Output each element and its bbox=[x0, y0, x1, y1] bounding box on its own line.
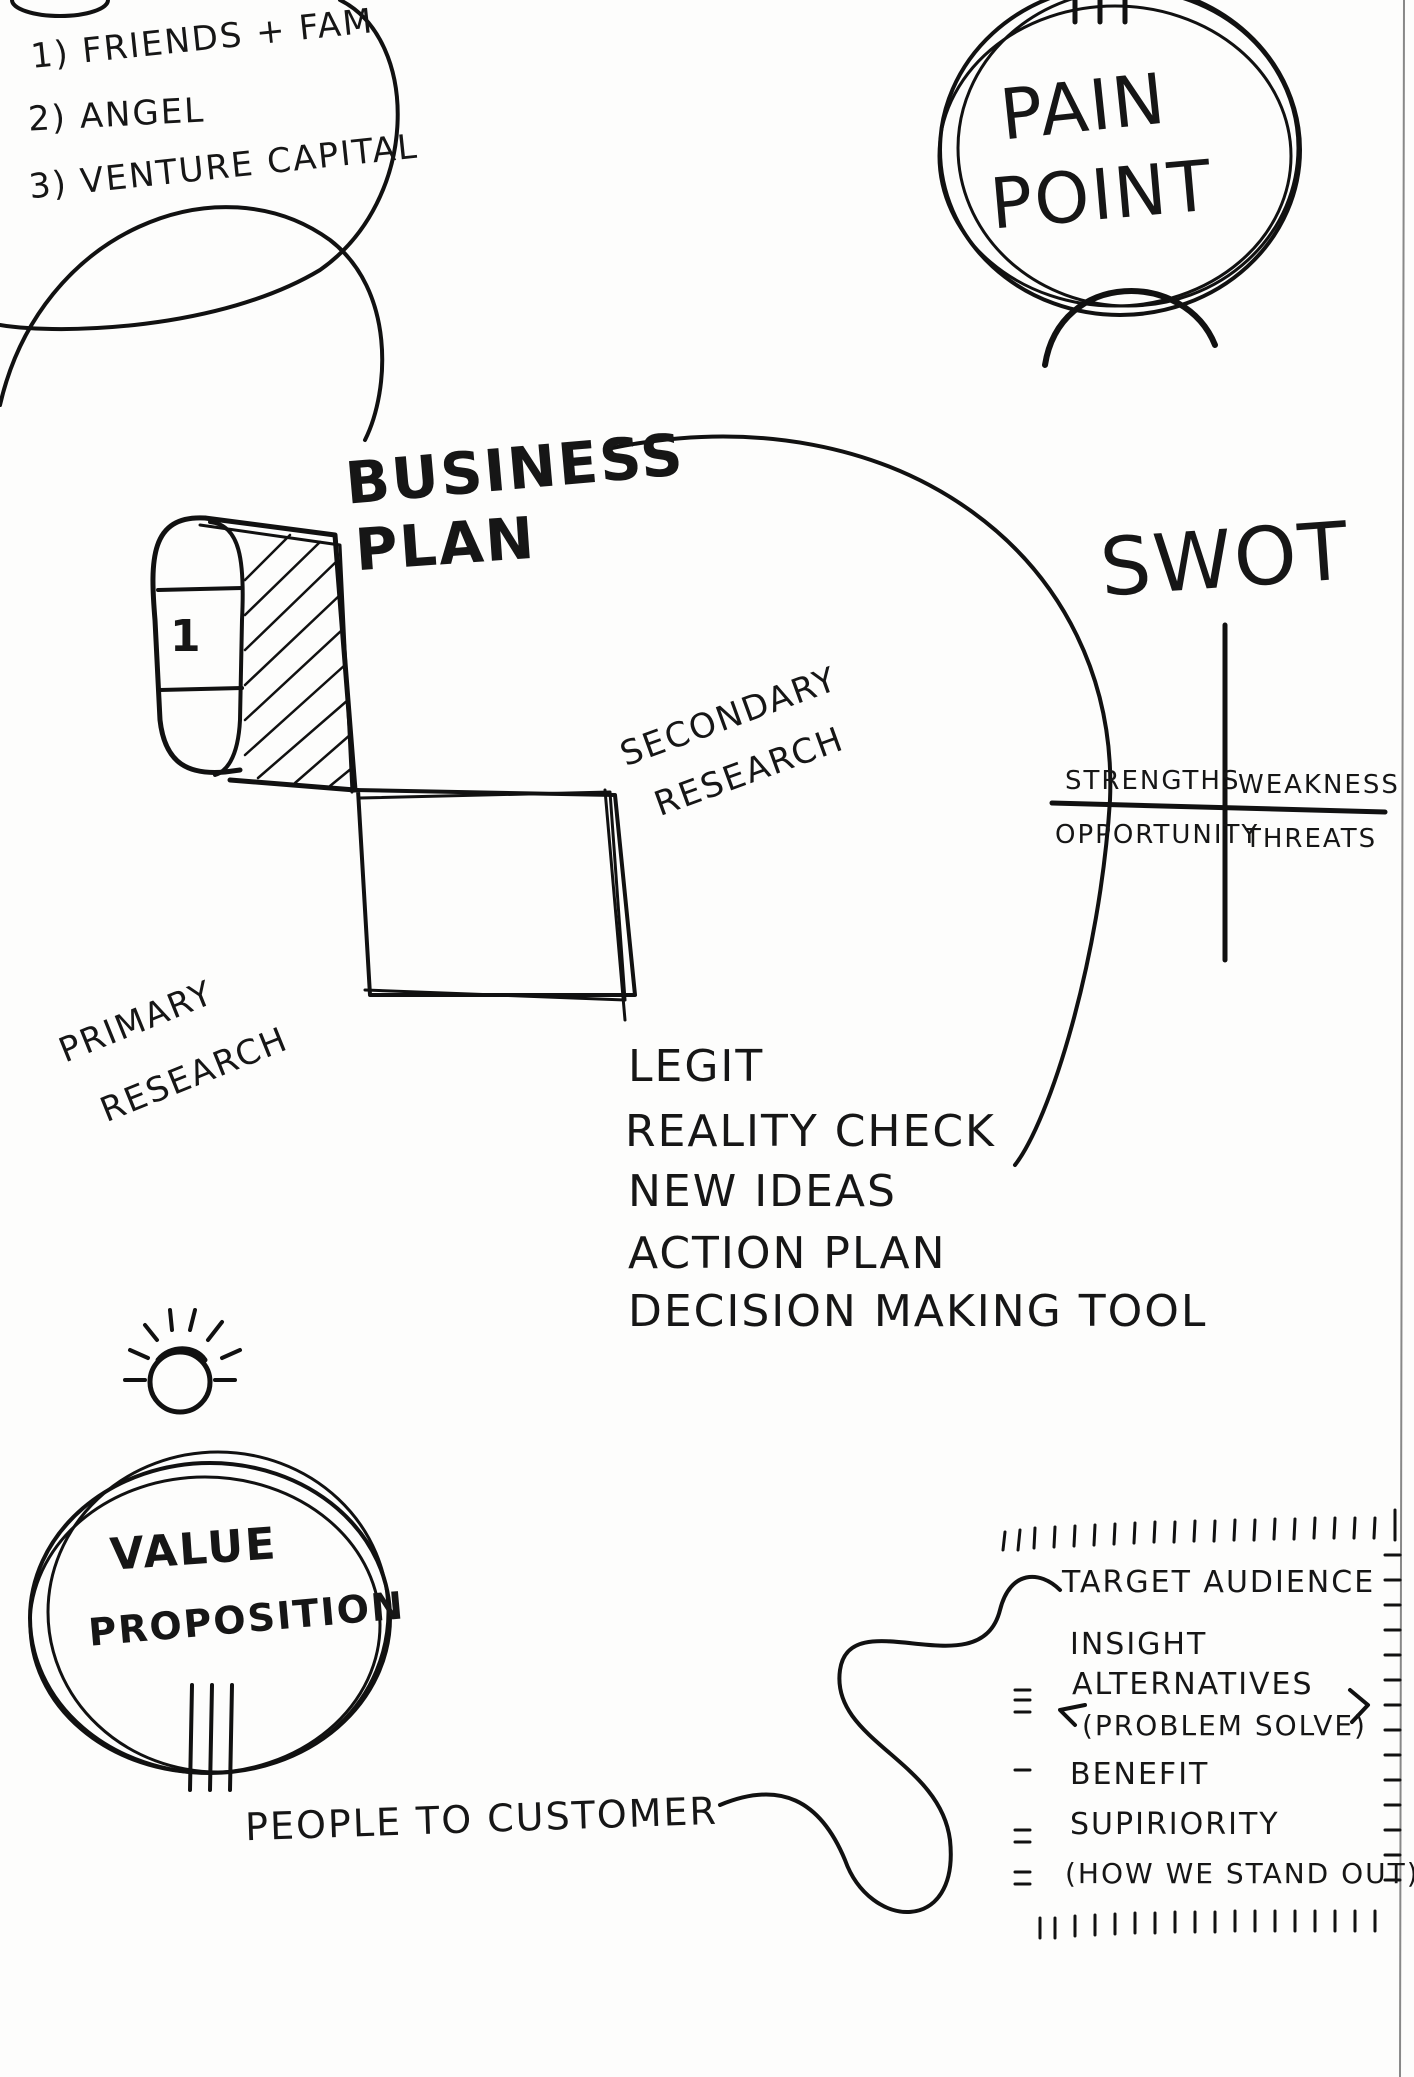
benefit-item: DECISION MAKING TOOL bbox=[628, 1286, 1208, 1337]
funding-bubble-arc bbox=[0, 205, 385, 442]
value-component-item: TARGET AUDIENCE bbox=[1062, 1565, 1376, 1600]
funding-item-1: 1) FRIENDS + FAM bbox=[28, 1, 376, 77]
value-component-item: BENEFIT bbox=[1070, 1757, 1210, 1792]
benefit-item: NEW IDEAS bbox=[628, 1166, 897, 1217]
binder-cover2 bbox=[198, 523, 354, 794]
swot-horizontal bbox=[1049, 800, 1388, 815]
alternatives-arrow-left bbox=[1058, 1703, 1087, 1727]
business-plan-arc bbox=[610, 434, 1113, 1167]
pain-point-circle-c bbox=[937, 4, 1293, 308]
value-prop-line2: PROPOSITION bbox=[86, 1583, 407, 1655]
value-component-item: SUPIRIORITY bbox=[1070, 1807, 1280, 1842]
benefit-item: REALITY CHECK bbox=[625, 1106, 996, 1157]
value-component-item: (HOW WE STAND OUT) bbox=[1065, 1857, 1414, 1890]
value-prop-stem bbox=[188, 1683, 234, 1792]
people-to-customer: PEOPLE TO CUSTOMER bbox=[244, 1788, 719, 1850]
binder-hatching bbox=[243, 533, 354, 788]
funding-item-2: 2) ANGEL bbox=[27, 90, 207, 140]
binder-number: 1 bbox=[170, 611, 203, 662]
lightbulb-rays bbox=[123, 1308, 242, 1382]
pain-point-line2: POINT bbox=[986, 144, 1217, 246]
lightbulb-top bbox=[155, 1346, 208, 1363]
connector-squiggle bbox=[718, 1574, 1062, 1914]
benefit-item: LEGIT bbox=[628, 1041, 765, 1092]
pain-point-line1: PAIN bbox=[996, 57, 1171, 157]
value-component-item: (PROBLEM SOLVE) bbox=[1082, 1709, 1367, 1742]
binder-band1 bbox=[156, 586, 244, 592]
swot-opportunity: OPPORTUNITY bbox=[1055, 820, 1260, 850]
swot-threats: THREATS bbox=[1245, 824, 1378, 854]
swot-strengths: STRENGTHS bbox=[1065, 766, 1241, 796]
business-plan-line1: BUSINESS bbox=[342, 420, 688, 518]
value-prop-circle-c bbox=[28, 1475, 382, 1775]
value-component-item: ALTERNATIVES bbox=[1072, 1667, 1314, 1702]
funding-item-3: 3) VENTURE CAPITAL bbox=[26, 126, 421, 208]
research-square-upper2 bbox=[358, 790, 627, 1002]
lightbulb-bulb bbox=[147, 1349, 213, 1415]
binder-band2 bbox=[158, 686, 244, 692]
value-box-ticks bbox=[1001, 1508, 1402, 1940]
value-prop-line1: VALUE bbox=[108, 1518, 279, 1581]
research-divider bbox=[603, 788, 627, 1022]
binder-spine bbox=[150, 515, 243, 775]
swot-title: SWOT bbox=[1097, 504, 1353, 615]
business-plan-line2: PLAN bbox=[352, 503, 539, 585]
pain-point-arch bbox=[1042, 288, 1218, 368]
benefit-item: ACTION PLAN bbox=[628, 1228, 947, 1279]
alternatives-arrow-right bbox=[1348, 1688, 1370, 1724]
value-component-item: INSIGHT bbox=[1070, 1627, 1208, 1662]
binder-spine-inner bbox=[208, 520, 245, 777]
funding-bubble-outline bbox=[0, 0, 400, 332]
funding-bubble-top bbox=[10, 0, 110, 18]
swot-weakness: WEAKNESS bbox=[1238, 770, 1400, 800]
